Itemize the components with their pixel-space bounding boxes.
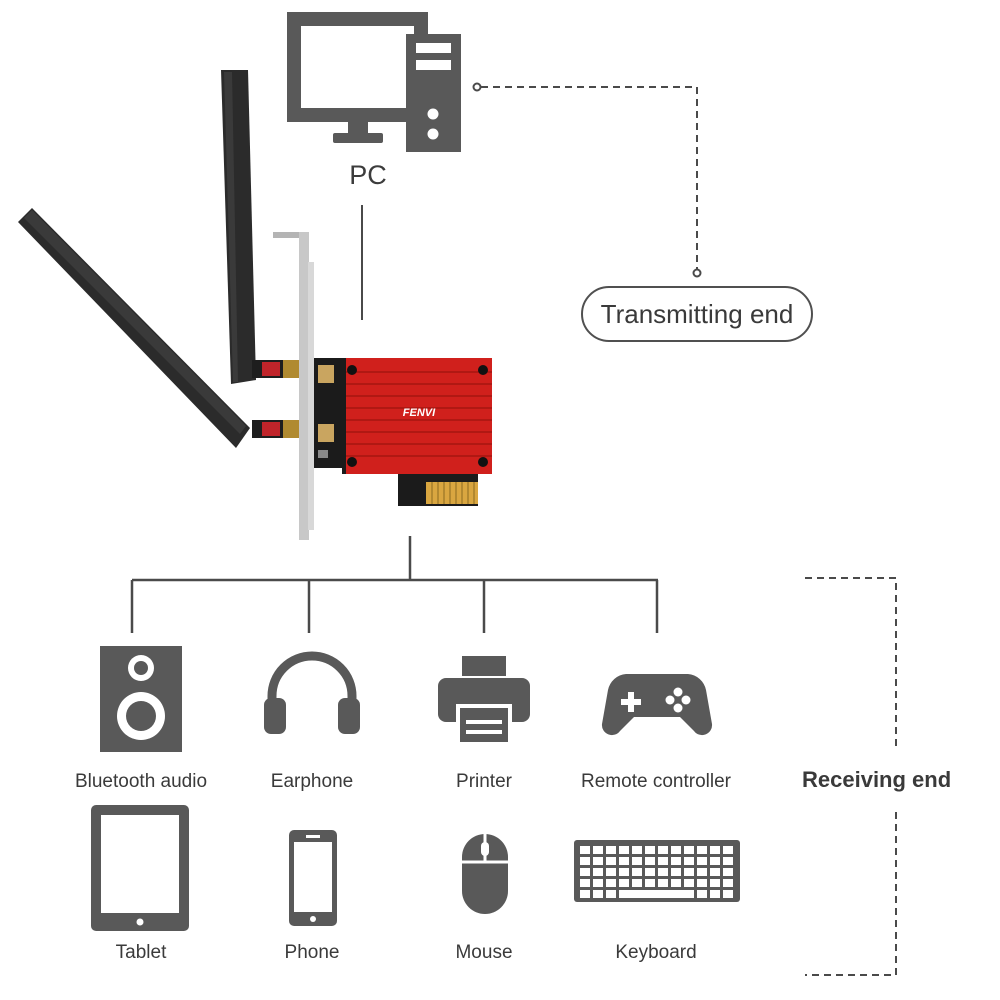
keyboard-key [710, 846, 720, 854]
keyboard-key [710, 879, 720, 887]
pc-icon [287, 12, 461, 152]
keyboard-key [658, 857, 668, 865]
keyboard-key [658, 879, 668, 887]
keyboard-spacebar [619, 890, 694, 898]
keyboard-key [580, 857, 590, 865]
keyboard-key [606, 846, 616, 854]
keyboard-key [658, 868, 668, 876]
keyboard-key [671, 846, 681, 854]
device-label-phone: Phone [284, 942, 340, 963]
pcie-bracket [273, 232, 314, 540]
keyboard-key [606, 879, 616, 887]
device-label-earphone: Earphone [270, 771, 354, 792]
device-label-tablet: Tablet [115, 942, 167, 963]
card-brand-label: FENVI [402, 407, 436, 419]
receiving-end-label: Receiving end [802, 767, 952, 792]
keyboard-key [697, 890, 707, 898]
keyboard-key [645, 857, 655, 865]
device-label-printer: Printer [456, 771, 512, 792]
keyboard-key [684, 879, 694, 887]
keyboard-key [645, 879, 655, 887]
keyboard-key [645, 846, 655, 854]
keyboard-key [697, 879, 707, 887]
mouse-icon [462, 834, 508, 914]
keyboard-key [593, 879, 603, 887]
keyboard-key [619, 846, 629, 854]
receiving-bracket [805, 577, 897, 976]
keyboard-key [710, 890, 720, 898]
pc-label: PC [349, 160, 387, 190]
speaker-icon [100, 646, 182, 752]
keyboard-key [723, 868, 733, 876]
keyboard-key [632, 857, 642, 865]
keyboard-icon [574, 840, 740, 902]
keyboard-key [580, 846, 590, 854]
headphones-icon [264, 651, 360, 734]
phone-icon [289, 830, 337, 926]
keyboard-key [619, 857, 629, 865]
keyboard-key [671, 879, 681, 887]
transmitting-end-label: Transmitting end [581, 286, 813, 342]
keyboard-key [723, 846, 733, 854]
keyboard-key [593, 857, 603, 865]
keyboard-key [710, 857, 720, 865]
keyboard-key [710, 868, 720, 876]
keyboard-key [723, 879, 733, 887]
keyboard-key [697, 846, 707, 854]
device-label-mouse: Mouse [455, 942, 513, 963]
keyboard-key [580, 879, 590, 887]
keyboard-key [606, 857, 616, 865]
transmit-dashed-connector [472, 82, 702, 278]
gamepad-icon [601, 674, 713, 736]
keyboard-key [580, 890, 590, 898]
keyboard-key [606, 890, 616, 898]
keyboard-key [606, 868, 616, 876]
tablet-icon [91, 805, 189, 931]
keyboard-key [580, 868, 590, 876]
keyboard-key [684, 868, 694, 876]
keyboard-key [632, 879, 642, 887]
keyboard-key [658, 846, 668, 854]
keyboard-key [697, 868, 707, 876]
device-label-bluetooth-audio: Bluetooth audio [74, 771, 208, 792]
device-tree-lines [130, 536, 659, 633]
device-label-keyboard: Keyboard [615, 942, 697, 963]
keyboard-key [723, 857, 733, 865]
keyboard-key [645, 868, 655, 876]
antenna-connectors [252, 360, 303, 438]
keyboard-key [671, 857, 681, 865]
keyboard-key [593, 868, 603, 876]
keyboard-key [684, 846, 694, 854]
keyboard-key [619, 868, 629, 876]
antenna-right [221, 70, 256, 384]
keyboard-key [619, 879, 629, 887]
keyboard-key [671, 868, 681, 876]
keyboard-key [593, 846, 603, 854]
device-label-remote-controller: Remote controller [581, 771, 731, 792]
keyboard-key [723, 890, 733, 898]
keyboard-key [632, 868, 642, 876]
keyboard-key [632, 846, 642, 854]
keyboard-key [697, 857, 707, 865]
keyboard-key [593, 890, 603, 898]
antenna-left [18, 208, 250, 448]
wifi-card [314, 358, 492, 506]
keyboard-key [684, 857, 694, 865]
printer-icon [438, 656, 530, 746]
